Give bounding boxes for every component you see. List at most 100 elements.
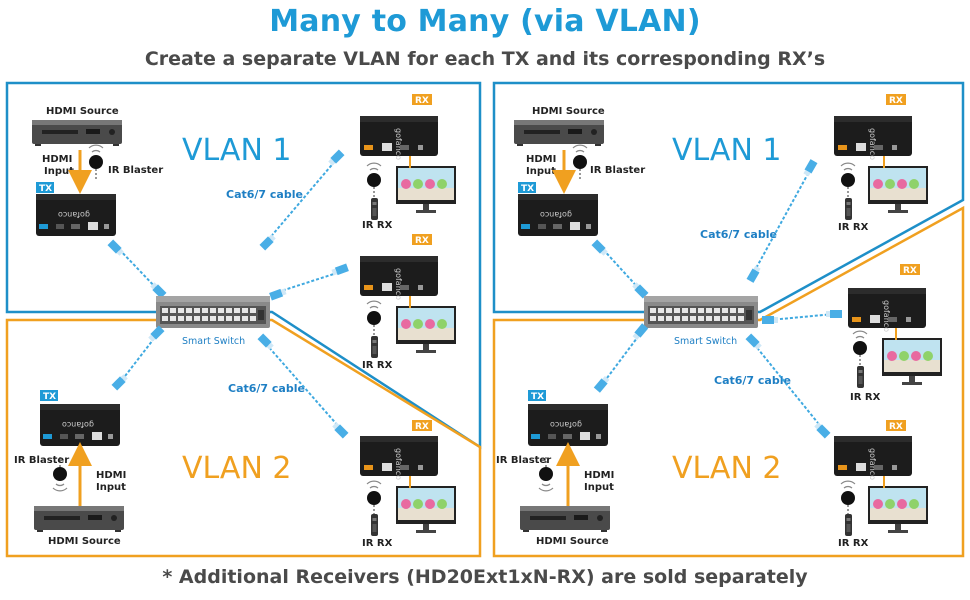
cable-icon: [591, 239, 649, 299]
hdmi-source-icon: [514, 120, 604, 146]
ir-receiver-icon: [366, 300, 382, 337]
rx-tag-label: RX: [889, 422, 903, 432]
cable-icon: [593, 323, 649, 393]
extender-icon: [360, 116, 438, 161]
ir-blaster-icon: [88, 144, 104, 181]
tx-tag: [528, 390, 546, 401]
page-subtitle: Create a separate VLAN for each TX and i…: [144, 48, 826, 70]
hdmi-source-icon: [32, 120, 122, 146]
extender-icon: [36, 194, 116, 236]
ir-blaster-label: IR Blaster: [590, 165, 645, 176]
remote-icon: [857, 366, 864, 388]
extender-icon: [834, 436, 912, 481]
cable-icon: [269, 263, 349, 301]
extender-icon: [360, 256, 438, 301]
ir-blaster-label: IR Blaster: [108, 165, 163, 176]
page-title: Many to Many (via VLAN): [269, 4, 701, 39]
monitor-icon: [882, 338, 942, 385]
monitor-icon: [868, 166, 928, 213]
rx-tag: [886, 420, 906, 431]
cable-icon: [257, 333, 349, 439]
right-diagram: VLAN 1 VLAN 2 HDMI Source HDMI Input IR …: [492, 81, 965, 558]
extender-icon: [360, 436, 438, 481]
rx-tag-label: RX: [903, 266, 917, 276]
input-label: Input: [96, 482, 126, 493]
tx-tag-label: TX: [521, 184, 534, 194]
remote-icon: [371, 514, 378, 536]
ir-blaster-label: IR Blaster: [496, 455, 551, 466]
ir-rx-label: IR RX: [838, 222, 869, 233]
cable-icon: [107, 239, 167, 299]
cable-label: Cat6/7 cable: [714, 374, 791, 387]
cable-icon: [745, 333, 831, 439]
vlan1-label: VLAN 1: [672, 133, 782, 168]
switch-icon: [156, 296, 270, 328]
left-diagram: VLAN 1 VLAN 2 HDMI Source HDMI Input IR …: [5, 81, 482, 558]
vlan1-region: [5, 81, 482, 450]
cable-icon: [259, 149, 345, 251]
hdmi-label: HDMI: [584, 470, 614, 481]
rx-tag: [412, 234, 432, 245]
input-label: Input: [584, 482, 614, 493]
ir-blaster-label: IR Blaster: [14, 455, 69, 466]
switch-icon: [644, 296, 758, 328]
remote-icon: [371, 198, 378, 220]
tx-tag: [40, 390, 58, 401]
ir-receiver-icon: [840, 480, 856, 517]
hdmi-source-icon: [520, 506, 610, 532]
hdmi-label: HDMI: [96, 470, 126, 481]
rx-tag-label: RX: [415, 236, 429, 246]
extender-icon: [848, 288, 926, 333]
hdmi-source-label: HDMI Source: [48, 536, 121, 547]
remote-icon: [845, 198, 852, 220]
hdmi-label: HDMI: [42, 154, 72, 165]
ir-rx-label: IR RX: [838, 538, 869, 549]
ir-receiver-icon: [366, 480, 382, 517]
rx-tag-label: RX: [415, 422, 429, 432]
vlan2-label: VLAN 2: [672, 451, 782, 486]
vlan2-label: VLAN 2: [182, 451, 292, 486]
rx-tag: [900, 264, 920, 275]
footer-note: * Additional Receivers (HD20Ext1xN-RX) a…: [162, 566, 808, 588]
tx-tag-label: TX: [531, 392, 544, 402]
extender-icon: [518, 194, 598, 236]
ir-rx-label: IR RX: [362, 538, 393, 549]
remote-icon: [371, 336, 378, 358]
monitor-icon: [396, 166, 456, 213]
input-label: Input: [44, 166, 74, 177]
ir-rx-label: IR RX: [362, 360, 393, 371]
smart-switch-label: Smart Switch: [182, 336, 245, 347]
monitor-icon: [868, 486, 928, 533]
ir-receiver-icon: [840, 162, 856, 199]
cable-label: Cat6/7 cable: [226, 188, 303, 201]
cable-label: Cat6/7 cable: [228, 382, 305, 395]
cable-label: Cat6/7 cable: [700, 228, 777, 241]
rx-tag: [412, 420, 432, 431]
tx-tag-label: TX: [39, 184, 52, 194]
monitor-icon: [396, 486, 456, 533]
ir-rx-label: IR RX: [362, 220, 393, 231]
tx-tag: [518, 182, 536, 193]
hdmi-label: HDMI: [526, 154, 556, 165]
remote-icon: [845, 514, 852, 536]
vlan1-label: VLAN 1: [182, 133, 292, 168]
vlan1-region: [492, 81, 965, 314]
ir-blaster-icon: [572, 144, 588, 181]
tx-tag: [36, 182, 54, 193]
rx-tag-label: RX: [415, 96, 429, 106]
extender-icon: [528, 404, 608, 446]
cable-icon: [746, 159, 818, 283]
input-label: Input: [526, 166, 556, 177]
smart-switch-label: Smart Switch: [674, 336, 737, 347]
ir-receiver-icon: [852, 330, 868, 367]
extender-icon: [834, 116, 912, 161]
rx-tag-label: RX: [889, 96, 903, 106]
hdmi-source-label: HDMI Source: [536, 536, 609, 547]
hdmi-source-label: HDMI Source: [46, 106, 119, 117]
hdmi-source-label: HDMI Source: [532, 106, 605, 117]
cable-icon: [111, 325, 165, 391]
tx-tag-label: TX: [43, 392, 56, 402]
hdmi-source-icon: [34, 506, 124, 532]
extender-icon: [40, 404, 120, 446]
